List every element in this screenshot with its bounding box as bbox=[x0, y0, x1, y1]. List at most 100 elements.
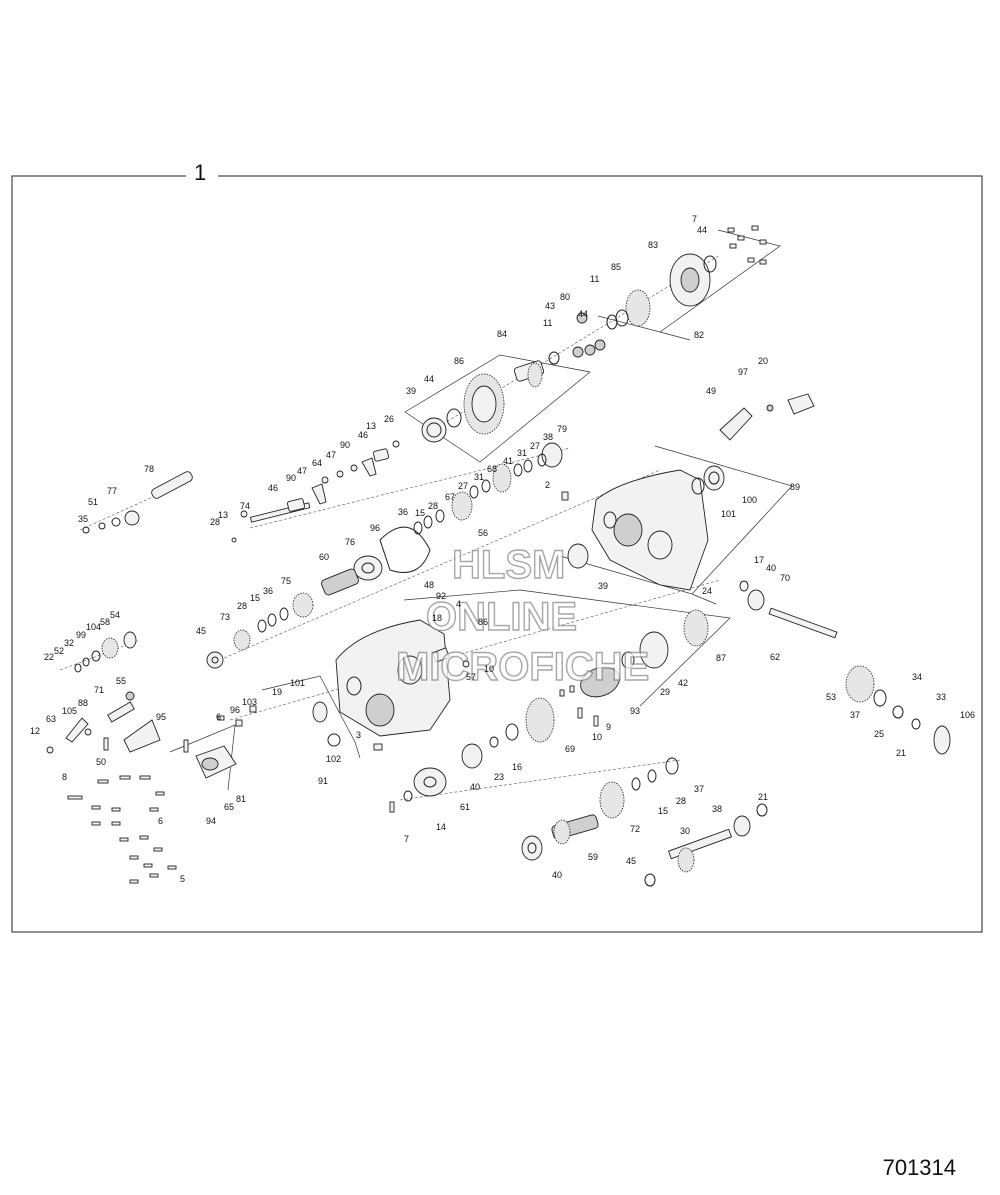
callout-3: 3 bbox=[356, 730, 361, 740]
callout-84: 84 bbox=[497, 329, 507, 339]
callout-32: 32 bbox=[64, 638, 74, 648]
callout-5: 5 bbox=[180, 874, 185, 884]
callout-57: 57 bbox=[466, 672, 476, 682]
callout-58: 58 bbox=[100, 617, 110, 627]
callout-8: 8 bbox=[62, 772, 67, 782]
callout-56: 56 bbox=[478, 528, 488, 538]
left-case-half bbox=[312, 619, 470, 751]
callout-99: 99 bbox=[76, 630, 86, 640]
callout-65: 65 bbox=[224, 802, 234, 812]
callout-12: 12 bbox=[30, 726, 40, 736]
callout-21: 21 bbox=[758, 792, 768, 802]
callout-105: 105 bbox=[62, 706, 77, 716]
callout-72: 72 bbox=[630, 824, 640, 834]
callout-40: 40 bbox=[766, 563, 776, 573]
callout-40: 40 bbox=[552, 870, 562, 880]
callout-26: 26 bbox=[384, 414, 394, 424]
callout-33: 33 bbox=[936, 692, 946, 702]
callout-25: 25 bbox=[874, 729, 884, 739]
callout-45: 45 bbox=[196, 626, 206, 636]
callout-20: 20 bbox=[758, 356, 768, 366]
callout-16: 16 bbox=[512, 762, 522, 772]
callout-30: 30 bbox=[680, 826, 690, 836]
callout-39: 39 bbox=[406, 386, 416, 396]
watermark-line3: MICROFICHE bbox=[396, 645, 649, 689]
callout-61: 61 bbox=[460, 802, 470, 812]
callout-91: 91 bbox=[318, 776, 328, 786]
callout-22: 22 bbox=[44, 652, 54, 662]
callout-83: 83 bbox=[648, 240, 658, 250]
callout-38: 38 bbox=[543, 432, 553, 442]
callout-31: 31 bbox=[517, 448, 527, 458]
callout-68: 68 bbox=[487, 464, 497, 474]
callout-9: 9 bbox=[606, 722, 611, 732]
callout-106: 106 bbox=[960, 710, 975, 720]
callout-28: 28 bbox=[237, 601, 247, 611]
callout-102: 102 bbox=[326, 754, 341, 764]
callout-28: 28 bbox=[428, 501, 438, 511]
assembly-frame bbox=[11, 175, 983, 933]
watermark-line1: HLSM bbox=[452, 543, 565, 587]
callout-15: 15 bbox=[250, 593, 260, 603]
screw-set-top bbox=[727, 225, 767, 265]
group-brackets bbox=[169, 229, 793, 791]
callout-44: 44 bbox=[424, 374, 434, 384]
callout-35: 35 bbox=[78, 514, 88, 524]
callout-101: 101 bbox=[721, 509, 736, 519]
callout-2: 2 bbox=[545, 480, 550, 490]
callout-51: 51 bbox=[88, 497, 98, 507]
callout-27: 27 bbox=[530, 441, 540, 451]
callout-89: 89 bbox=[790, 482, 800, 492]
callout-31: 31 bbox=[474, 472, 484, 482]
middle-gear-train bbox=[206, 442, 563, 669]
callout-36: 36 bbox=[398, 507, 408, 517]
callout-14: 14 bbox=[436, 822, 446, 832]
callout-39: 39 bbox=[598, 581, 608, 591]
callout-7: 7 bbox=[404, 834, 409, 844]
callout-46: 46 bbox=[358, 430, 368, 440]
watermark: HLSM ONLINE MICROFICHE bbox=[395, 542, 650, 689]
callout-15: 15 bbox=[415, 508, 425, 518]
callout-92: 92 bbox=[436, 591, 446, 601]
callout-13: 13 bbox=[366, 421, 376, 431]
callout-49: 49 bbox=[706, 386, 716, 396]
callout-54: 54 bbox=[110, 610, 120, 620]
callout-11: 11 bbox=[543, 318, 552, 328]
callout-15: 15 bbox=[658, 806, 668, 816]
callout-19: 19 bbox=[272, 687, 282, 697]
callout-96: 96 bbox=[370, 523, 380, 533]
callout-27: 27 bbox=[458, 481, 468, 491]
callout-94: 94 bbox=[206, 816, 216, 826]
left-controls bbox=[46, 631, 257, 779]
callout-45: 45 bbox=[626, 856, 636, 866]
callout-10: 10 bbox=[484, 664, 494, 674]
callout-81: 81 bbox=[236, 794, 246, 804]
callout-21: 21 bbox=[896, 748, 906, 758]
callout-47: 47 bbox=[326, 450, 336, 460]
callout-104: 104 bbox=[86, 622, 101, 632]
right-side-parts bbox=[621, 393, 951, 755]
left-small-parts bbox=[82, 471, 248, 543]
callout-44: 44 bbox=[697, 225, 707, 235]
watermark-line2: ONLINE bbox=[426, 595, 577, 639]
callout-71: 71 bbox=[94, 685, 104, 695]
callout-70: 70 bbox=[780, 573, 790, 583]
callout-43: 43 bbox=[545, 301, 555, 311]
callout-52: 52 bbox=[54, 646, 64, 656]
callout-67: 67 bbox=[445, 492, 455, 502]
callout-50: 50 bbox=[96, 757, 106, 767]
callout-24: 24 bbox=[702, 586, 712, 596]
right-case-half bbox=[561, 465, 725, 591]
callout-42: 42 bbox=[678, 678, 688, 688]
callout-80: 80 bbox=[560, 292, 570, 302]
callout-6: 6 bbox=[158, 816, 163, 826]
callout-100: 100 bbox=[742, 495, 757, 505]
callout-7: 7 bbox=[692, 214, 697, 224]
callout-101: 101 bbox=[290, 678, 305, 688]
callout-47: 47 bbox=[297, 466, 307, 476]
callout-95: 95 bbox=[156, 712, 166, 722]
callout-97: 97 bbox=[738, 367, 748, 377]
callout-76: 76 bbox=[345, 537, 355, 547]
callout-34: 34 bbox=[912, 672, 922, 682]
